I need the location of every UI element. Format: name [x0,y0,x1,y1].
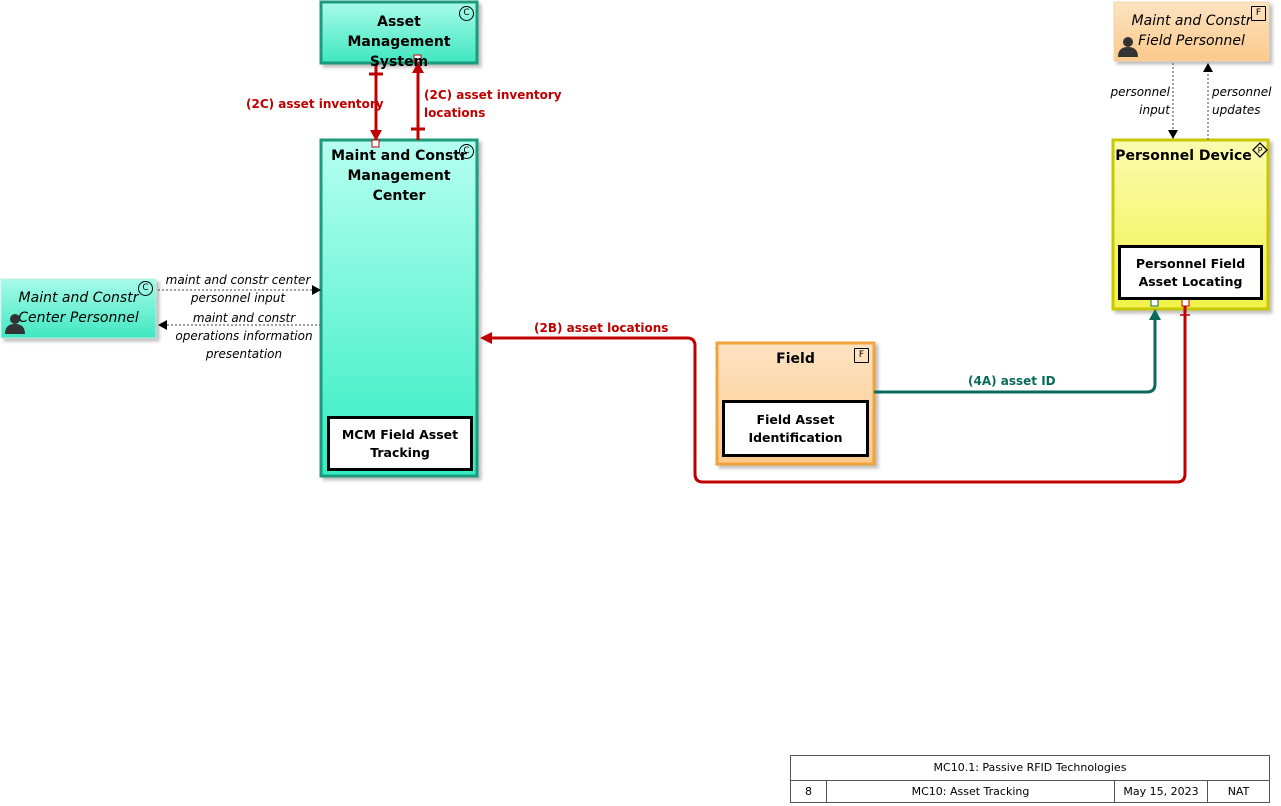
personal-badge-icon: P [1252,142,1268,158]
field-badge-icon: F [1251,6,1266,21]
flow-label-asset-inventory: (2C) asset inventory [246,97,384,111]
flow-label-ops-info-1: maint and constr [192,311,296,325]
field-title: Field [776,351,815,367]
mcm-center-title: Maint and Constr Management Center [331,148,467,204]
center-badge-icon: C [138,281,153,296]
flow-label-ops-info-3: presentation [205,347,283,361]
center-personnel-title: Maint and Constr Center Personnel [18,290,139,326]
flow-label-personnel-input-1: personnel [1110,85,1170,99]
flow-label-center-input-1: maint and constr center [165,273,311,287]
flow-asset-inventory-port [371,139,380,148]
mcm-center[interactable]: Maint and Constr Management Center C MCM… [321,140,477,476]
asset-management-system[interactable]: Asset Management System C [321,2,477,70]
asset-management-system-title: Asset Management System [347,14,451,70]
title-block-org: NAT [1227,785,1250,798]
flow-asset-inventory-locations-port [413,54,422,63]
flow-label-personnel-input-2: input [1139,103,1170,117]
flow-label-center-input-2: personnel input [190,291,286,305]
flow-ops-info-arrow [158,320,167,330]
asset-management-system-box[interactable] [319,0,479,65]
title-block-page: 8 [791,780,827,803]
center-personnel[interactable]: Maint and Constr Center Personnel C [1,279,156,338]
flow-label-asset-id: (4A) asset ID [968,374,1056,388]
flow-label-personnel-updates-2: updates [1212,103,1261,117]
field-personnel[interactable]: Maint and Constr Field Personnel F [1114,2,1269,61]
flow-asset-locations-arrow [480,332,492,344]
svg-text:P: P [1258,146,1263,155]
flow-label-ops-info-2: operations information [175,329,313,343]
field-asset-identification[interactable]: Field Asset Identification [722,400,869,457]
center-badge-icon: C [459,6,474,21]
mcm-field-asset-tracking[interactable]: MCM Field Asset Tracking [327,416,473,471]
field-badge-icon: F [854,348,869,363]
flow-center-input-arrow [312,285,321,295]
title-block-date: May 15, 2023 [1115,780,1208,803]
person-icon [1118,37,1138,57]
personnel-field-asset-locating[interactable]: Personnel Field Asset Locating [1118,245,1263,300]
flow-personnel-updates-arrow [1203,63,1213,72]
flow-label-asset-inventory-locations-1: (2C) asset inventory [424,88,562,102]
title-block-name: MC10: Asset Tracking [827,780,1115,803]
flow-asset-id-arrow [1149,309,1161,320]
field[interactable]: Field F Field Asset Identification [717,343,874,464]
field-personnel-box[interactable] [1113,1,1270,62]
personnel-device-title: Personnel Device [1115,148,1252,164]
flow-asset-locations-line[interactable] [490,305,1187,484]
field-personnel-title: Maint and Constr Field Personnel [1131,13,1252,49]
personnel-device[interactable]: Personnel Device P Personnel Field Asset… [1113,140,1268,309]
title-block-title: MC10.1: Passive RFID Technologies [791,756,1269,781]
flow-personnel-input-arrow [1168,130,1178,139]
flow-asset-inventory-locations-arrow [412,62,424,73]
center-badge-icon: C [459,144,474,159]
title-block: MC10.1: Passive RFID Technologies 8 MC10… [790,755,1270,803]
center-personnel-box[interactable] [0,278,157,339]
flow-label-asset-inventory-locations-2: locations [424,106,486,120]
flow-label-personnel-updates-1: personnel [1212,85,1272,99]
person-icon [5,314,25,334]
flow-asset-inventory-arrow [370,130,382,141]
flow-label-asset-locations: (2B) asset locations [534,321,669,335]
flow-asset-id-line[interactable] [874,318,1157,394]
